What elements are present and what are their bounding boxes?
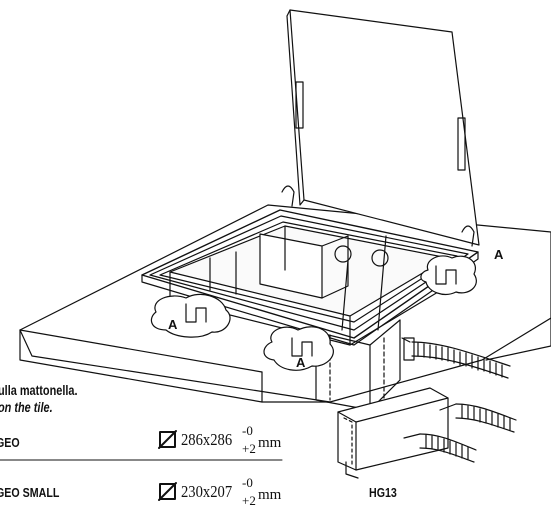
- tolerance-lower-geo-small: +2: [242, 493, 256, 508]
- row-name-geo-small: GEO SMALL: [0, 485, 60, 500]
- conduit-upper: [401, 337, 511, 379]
- junction-box: [337, 387, 449, 479]
- detail-label-a-right: A: [494, 247, 504, 262]
- detail-label-a-left: A: [168, 317, 178, 332]
- row-dimension-geo: 286x286: [181, 430, 233, 449]
- row-unit-geo: mm: [258, 435, 282, 451]
- open-lid: [281, 9, 480, 247]
- tolerance-upper-geo: -0: [242, 423, 253, 438]
- row-dimension-geo-small: 230x207: [181, 482, 233, 501]
- inner-box: [169, 225, 449, 346]
- note-italian: ulla mattonella.: [0, 382, 78, 398]
- square-dimension-icon: [158, 482, 177, 501]
- tolerance-lower-geo: +2: [242, 441, 256, 456]
- note-english: on the tile.: [0, 399, 53, 415]
- model-code-label: HG13: [369, 485, 397, 500]
- detail-label-a-center: A: [296, 355, 306, 370]
- detail-callouts: [150, 255, 477, 371]
- conduit-lower: [403, 403, 517, 463]
- row-name-geo: GEO: [0, 435, 20, 450]
- row-unit-geo-small: mm: [258, 487, 282, 503]
- square-dimension-icon: [158, 430, 177, 449]
- tolerance-upper-geo-small: -0: [242, 475, 253, 490]
